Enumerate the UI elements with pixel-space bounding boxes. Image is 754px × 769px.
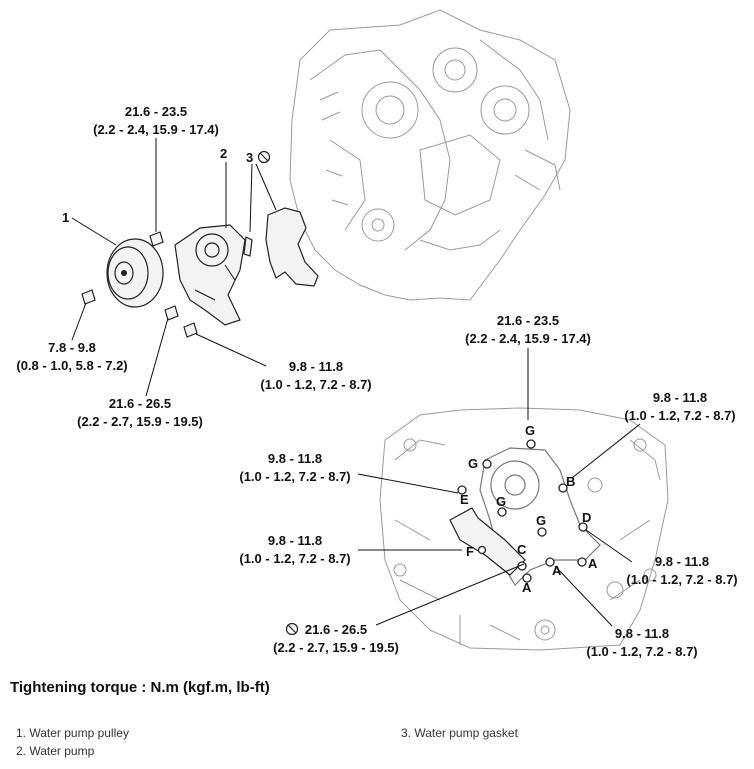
- torque-pump-detail: (1.0 - 1.2, 7.2 - 8.7): [260, 377, 371, 392]
- torque-pulley-value: 7.8 - 9.8: [48, 340, 96, 355]
- letter-g-lower: G: [536, 513, 546, 528]
- torque-pump-value: 9.8 - 11.8: [289, 359, 343, 374]
- water-pump-gasket: [265, 207, 319, 287]
- torque-lower-value: 21.6 - 26.5: [109, 396, 171, 411]
- letter-a-bottom: A: [522, 580, 532, 595]
- letter-b: B: [566, 474, 575, 489]
- torque-f-value: 9.8 - 11.8: [268, 533, 322, 548]
- torque-top-value: 21.6 - 23.5: [125, 104, 187, 119]
- callout-3: 3: [246, 150, 253, 165]
- torque-b-value: 9.8 - 11.8: [653, 390, 707, 405]
- legend-item-3: 3. Water pump gasket: [401, 726, 518, 740]
- legend-item-2: 2. Water pump: [16, 744, 95, 758]
- bolt-set-upper: [81, 231, 198, 338]
- letter-f: F: [466, 544, 474, 559]
- torque-f-detail: (1.0 - 1.2, 7.2 - 8.7): [239, 551, 350, 566]
- torque-units-note: Tightening torque : N.m (kgf.m, lb-ft): [10, 679, 270, 696]
- torque-e-detail: (1.0 - 1.2, 7.2 - 8.7): [239, 469, 350, 484]
- bolt-markers: [457, 439, 588, 583]
- torque-c-detail: (2.2 - 2.7, 15.9 - 19.5): [273, 640, 399, 655]
- legend-item-1: 1. Water pump pulley: [16, 726, 129, 740]
- letter-c: C: [517, 542, 527, 557]
- installed-engine-illustration: [379, 407, 669, 651]
- o-ring-part: [243, 236, 253, 257]
- letter-g-left: G: [468, 456, 478, 471]
- torque-pulley-detail: (0.8 - 1.0, 5.8 - 7.2): [16, 358, 127, 373]
- engine-block-illustration: [289, 9, 571, 301]
- torque-e-value: 9.8 - 11.8: [268, 451, 322, 466]
- torque-a-value: 9.8 - 11.8: [615, 626, 669, 641]
- letter-e: E: [460, 492, 469, 507]
- callout-2: 2: [220, 146, 227, 161]
- torque-lower-detail: (2.2 - 2.7, 15.9 - 19.5): [77, 414, 203, 429]
- letter-g-top: G: [525, 423, 535, 438]
- no-reuse-icon: [285, 622, 299, 636]
- torque-g-value: 21.6 - 23.5: [497, 313, 559, 328]
- water-pump-exploded-diagram: 1 2 3 21.6 - 23.5 (2.2 - 2.4, 15.9 - 17.…: [16, 9, 738, 659]
- torque-c-value: 21.6 - 26.5: [305, 622, 367, 637]
- water-pump-body: [174, 224, 246, 326]
- letter-d: D: [582, 510, 591, 525]
- torque-d-value: 9.8 - 11.8: [655, 554, 709, 569]
- water-pump-pulley: [106, 238, 164, 308]
- torque-d-detail: (1.0 - 1.2, 7.2 - 8.7): [626, 572, 737, 587]
- letter-a-right: A: [588, 556, 598, 571]
- torque-top-detail: (2.2 - 2.4, 15.9 - 17.4): [93, 122, 219, 137]
- callout-1: 1: [62, 210, 69, 225]
- letter-a-center: A: [552, 563, 562, 578]
- letter-g-mid: G: [496, 494, 506, 509]
- torque-b-detail: (1.0 - 1.2, 7.2 - 8.7): [624, 408, 735, 423]
- no-reuse-icon: [257, 150, 271, 164]
- torque-a-detail: (1.0 - 1.2, 7.2 - 8.7): [586, 644, 697, 659]
- torque-g-detail: (2.2 - 2.4, 15.9 - 17.4): [465, 331, 591, 346]
